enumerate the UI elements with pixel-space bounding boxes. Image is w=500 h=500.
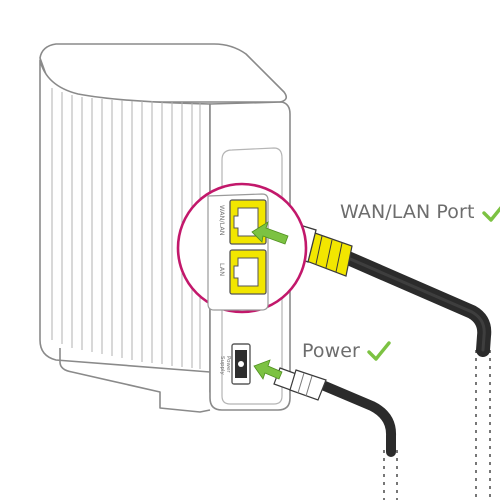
router-base xyxy=(59,348,211,413)
lan-port xyxy=(229,249,267,295)
power-cable xyxy=(273,367,397,457)
port-magnifier: WAN/LAN LAN xyxy=(176,182,308,314)
router-back-panel xyxy=(221,147,283,405)
power-arrow-icon xyxy=(253,359,283,380)
check-icon xyxy=(367,341,391,361)
power-label: Power xyxy=(302,340,360,362)
power-callout: Power xyxy=(302,340,391,362)
wan-lan-port-callout: WAN/LAN Port xyxy=(340,201,500,223)
check-icon xyxy=(481,205,500,222)
ethernet-cable xyxy=(281,221,492,357)
ethernet-cable-cord xyxy=(341,251,492,357)
port-label-wan-lan: WAN/LAN xyxy=(218,205,226,236)
power-jack: Power Supply xyxy=(219,343,251,385)
arrow-icon xyxy=(251,221,289,380)
wan-lan-port-label: WAN/LAN Port xyxy=(340,201,475,223)
dotted-guides xyxy=(383,350,491,500)
power-cable-cord xyxy=(315,379,397,457)
ethernet-arrow-icon xyxy=(251,221,289,245)
power-jack-label: Power xyxy=(225,356,231,373)
port-label-lan: LAN xyxy=(218,263,226,276)
power-jack-sublabel: Supply xyxy=(219,356,225,375)
